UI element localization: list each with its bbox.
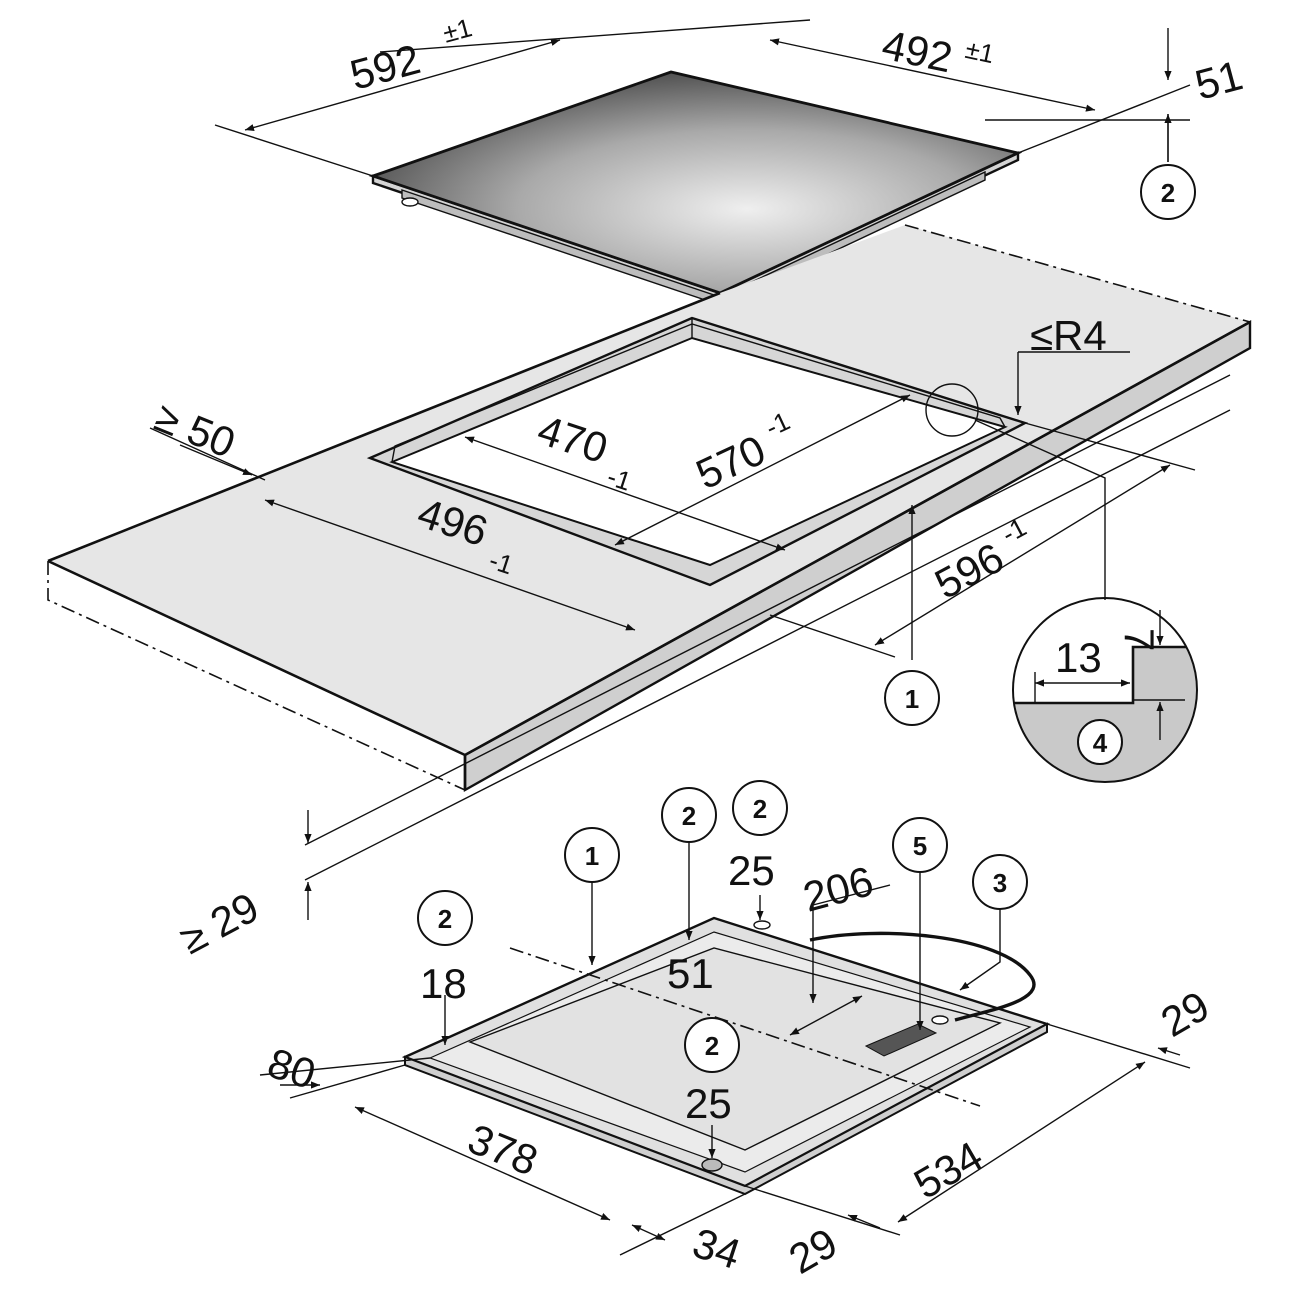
label-underside-206: 206	[798, 857, 878, 921]
label-min-front-distance: ≥ 50	[149, 393, 242, 467]
underside-foot-side	[931, 1015, 949, 1025]
callout-underside-1: 1	[564, 827, 620, 883]
label-hob-width: 592 ±1	[345, 12, 476, 99]
hob-foot	[401, 197, 419, 207]
detail-rebate-depth: 7	[1116, 628, 1163, 651]
svg-text:±1: ±1	[963, 34, 997, 69]
svg-text:3: 3	[993, 868, 1007, 898]
svg-text:1: 1	[585, 841, 599, 871]
callout-detail: 4	[1077, 719, 1123, 765]
label-underside-534: 534	[906, 1132, 990, 1208]
callout-worktop: 1	[884, 670, 940, 726]
detail-rebate-width: 13	[1055, 634, 1102, 681]
label-underside-18: 18	[420, 960, 467, 1007]
detail-zoom-marker	[925, 383, 979, 437]
svg-text:2: 2	[1161, 178, 1175, 208]
label-min-thickness: ≥ 29	[172, 883, 266, 963]
mains-cable	[809, 931, 1036, 1022]
label-underside-80: 80	[262, 1039, 321, 1098]
callouts: 2 1 4 1 2 2 2 2	[417, 164, 1196, 1073]
label-underside-29-front: 29	[781, 1219, 845, 1283]
svg-text:2: 2	[682, 801, 696, 831]
label-underside-25-top: 25	[728, 847, 775, 894]
label-hob-depth: 492 ±1	[878, 21, 997, 82]
svg-text:4: 4	[1093, 728, 1108, 758]
label-corner-radius: ≤R4	[1030, 312, 1107, 359]
svg-text:-1: -1	[997, 512, 1032, 549]
label-underside-51: 51	[667, 950, 714, 997]
svg-text:1: 1	[905, 684, 919, 714]
callout-underside-5: 5	[892, 817, 948, 873]
svg-text:596: 596	[927, 534, 1011, 608]
label-underside-378: 378	[462, 1115, 545, 1185]
callout-underside-2d: 2	[684, 1017, 740, 1073]
callout-top-hob: 2	[1140, 164, 1196, 220]
label-cutout-rebate-width: 596 -1	[927, 512, 1032, 608]
svg-text:2: 2	[753, 794, 767, 824]
connection-box	[864, 1023, 938, 1057]
label-underside-34: 34	[687, 1219, 746, 1278]
callout-underside-2a: 2	[661, 787, 717, 843]
callout-underside-2c: 2	[417, 890, 473, 946]
svg-text:2: 2	[438, 904, 452, 934]
label-underside-29-side: 29	[1153, 982, 1217, 1046]
svg-text:592: 592	[345, 35, 425, 99]
underside-foot-top	[753, 920, 771, 930]
svg-text:2: 2	[705, 1031, 719, 1061]
label-underside-25-bottom: 25	[685, 1080, 732, 1127]
callout-underside-2b: 2	[732, 780, 788, 836]
dimension-lines	[149, 19, 1231, 1256]
callout-underside-3: 3	[972, 854, 1028, 910]
label-hob-height: 51	[1190, 51, 1247, 108]
underside-foot-bottom	[701, 1158, 723, 1172]
svg-text:±1: ±1	[440, 12, 476, 48]
svg-text:492: 492	[878, 21, 956, 82]
svg-text:5: 5	[913, 831, 927, 861]
